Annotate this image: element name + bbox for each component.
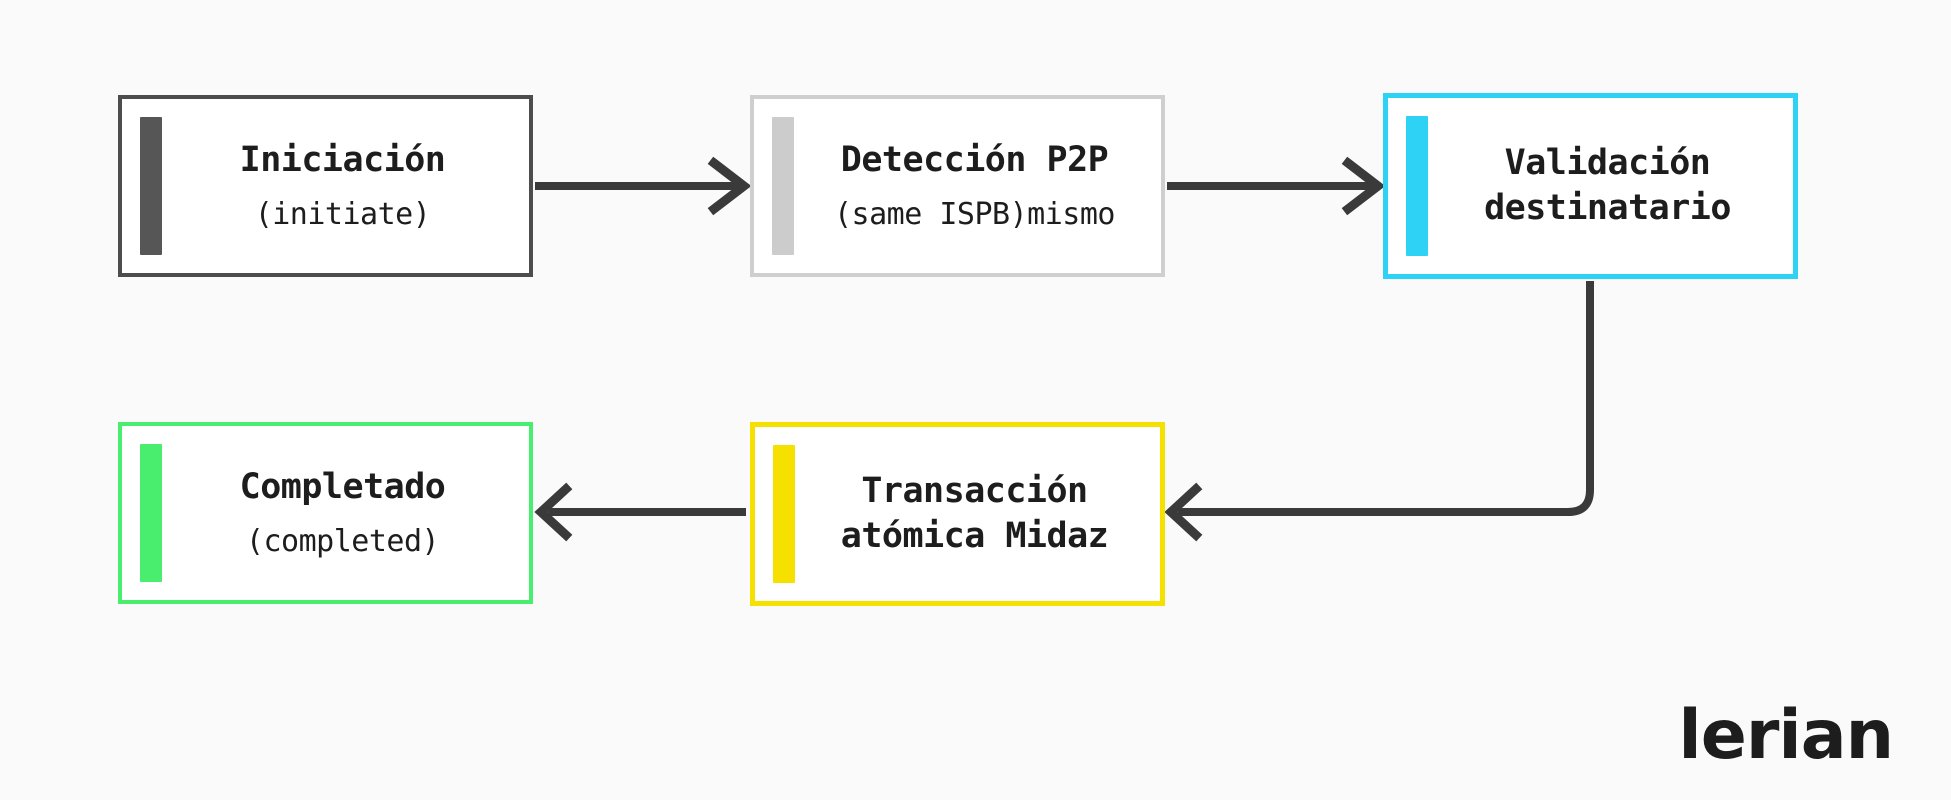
arrowhead-right-icon (1341, 156, 1386, 216)
node-title-line-2: atómica Midaz (840, 516, 1109, 556)
node-completado[interactable]: Completado (completed) (118, 422, 533, 604)
connector-initiate-to-detection (535, 156, 752, 216)
node-iniciacion[interactable]: Iniciación (initiate) (118, 95, 533, 277)
lerian-logo: lerian (1678, 696, 1894, 775)
node-subtitle: (completed) (245, 524, 440, 560)
node-labels: Detección P2P (same ISPB)mismo (754, 138, 1161, 235)
arrowhead-right-icon (707, 156, 752, 216)
connector-detection-to-validation (1167, 156, 1386, 216)
node-title: Detección P2P (840, 139, 1109, 180)
node-subtitle: (same ISPB)mismo (834, 197, 1115, 233)
node-labels: Iniciación (initiate) (122, 138, 529, 235)
node-labels: Completado (completed) (122, 465, 529, 562)
accent-bar-iniciacion (140, 117, 162, 255)
arrowhead-left-icon (534, 482, 573, 542)
node-title-line-2: destinatario (1484, 188, 1731, 228)
node-labels: Validación destinatario (1388, 141, 1793, 232)
accent-bar-deteccion-p2p (772, 117, 794, 255)
connector-atomic-to-completed (534, 482, 746, 542)
accent-bar-completado (140, 444, 162, 582)
node-validacion-destinatario[interactable]: Validación destinatario (1383, 93, 1798, 279)
accent-bar-transaccion-atomica-midaz (773, 445, 795, 583)
node-title-line-1: Transacción (861, 470, 1088, 511)
node-title: Completado (239, 466, 446, 507)
connector-validation-to-atomic (1164, 281, 1594, 542)
node-transaccion-atomica-midaz[interactable]: Transacción atómica Midaz (750, 422, 1165, 606)
node-deteccion-p2p[interactable]: Detección P2P (same ISPB)mismo (750, 95, 1165, 277)
node-labels: Transacción atómica Midaz (755, 469, 1160, 560)
arrowhead-left-icon (1164, 482, 1203, 542)
node-subtitle: (initiate) (254, 197, 431, 233)
node-title-line-1: Validación (1504, 142, 1711, 183)
accent-bar-validacion-destinatario (1406, 116, 1428, 256)
node-title: Iniciación (239, 139, 446, 180)
